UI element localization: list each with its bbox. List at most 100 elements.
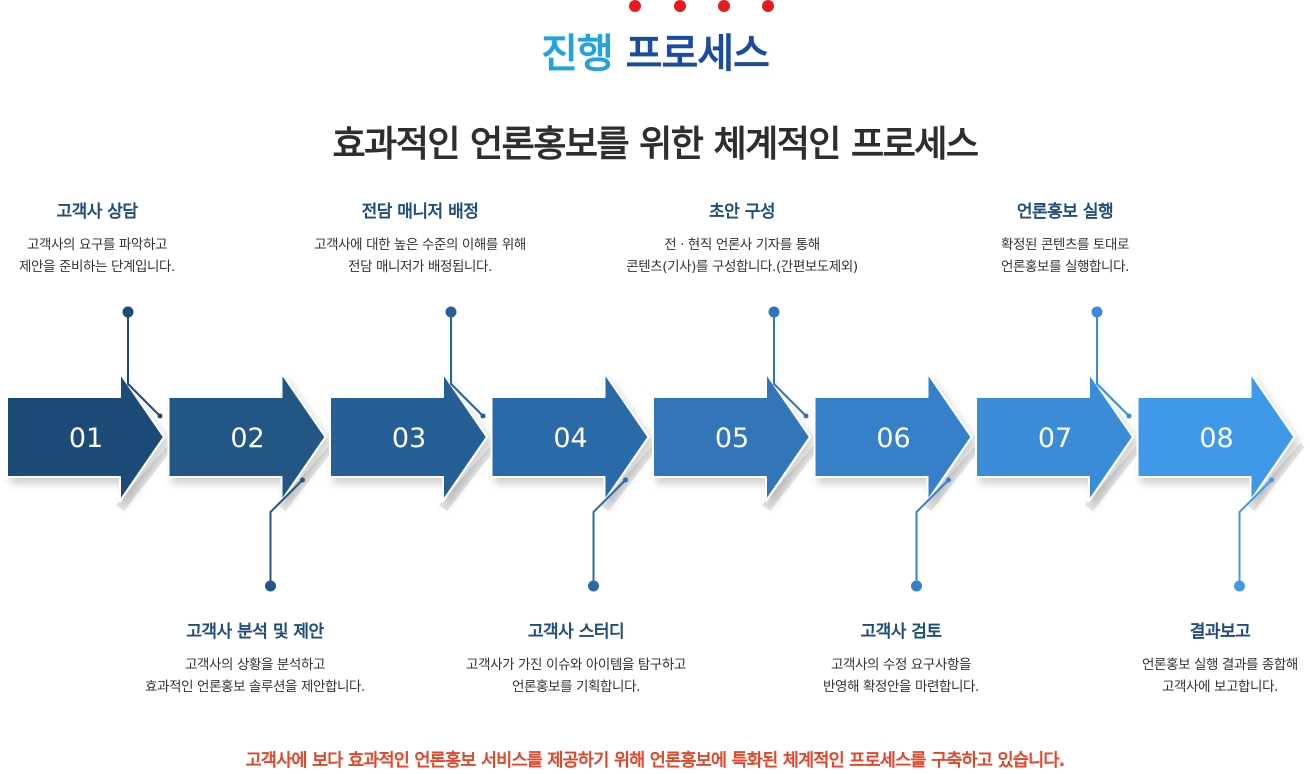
step-07-title: 언론홍보 실행 xyxy=(1016,202,1114,222)
page-subtitle: 효과적인 언론홍보를 위한 체계적인 프로세스 xyxy=(332,124,979,165)
step-01-text: 고객사 상담 고객사의 요구를 파악하고 제안을 준비하는 단계입니다. xyxy=(0,200,247,278)
step-02-desc-line-1: 고객사의 상황을 분석하고 xyxy=(184,657,325,673)
connector-02 xyxy=(265,477,305,592)
step-08-text: 결과보고 언론홍보 실행 결과를 종합해 고객사에 보고합니다. xyxy=(1070,620,1310,698)
arrow-shadow xyxy=(277,443,336,511)
step-06-title: 고객사 검토 xyxy=(860,622,942,642)
arrow-shadow xyxy=(439,443,497,511)
connector-dot xyxy=(1091,306,1103,318)
connector-dot xyxy=(911,580,922,592)
connector-line xyxy=(915,479,950,586)
connector-06 xyxy=(911,477,951,592)
arrow-shadow xyxy=(1246,443,1305,511)
connector-08 xyxy=(1234,477,1274,592)
step-arrow-08: 08 xyxy=(1136,372,1305,511)
connector-07 xyxy=(1091,306,1132,419)
connector-03 xyxy=(445,306,486,419)
step-05-title: 초안 구성 xyxy=(709,202,775,222)
connector-01 xyxy=(122,306,163,419)
step-04-desc-line-2: 언론홍보를 기획합니다. xyxy=(512,679,640,695)
arrow-shape xyxy=(652,372,811,502)
step-arrow-02: 02 xyxy=(167,372,336,511)
step-07-desc-line-1: 확정된 콘텐츠를 토대로 xyxy=(1001,237,1129,253)
step-number-07: 07 xyxy=(1038,423,1072,454)
step-02-desc-line-2: 효과적인 언론홍보 솔루션을 제안합니다. xyxy=(145,679,365,695)
connector-end-dot xyxy=(1126,413,1132,419)
connector-dot xyxy=(122,306,134,318)
arrow-shape xyxy=(813,372,973,502)
arrow-shape xyxy=(167,372,327,502)
step-03-title: 전담 매니저 배정 xyxy=(361,202,479,222)
title-part-1: 진행 xyxy=(541,31,614,77)
step-08-title: 결과보고 xyxy=(1189,622,1251,642)
red-dot-icon xyxy=(718,0,730,12)
arrow-shadow xyxy=(1085,443,1143,511)
connector-end-dot xyxy=(1269,477,1274,483)
arrow-shadow xyxy=(116,443,174,511)
connector-dot xyxy=(265,580,276,592)
step-04-text: 고객사 스터디 고객사가 가진 이슈와 아이템을 탐구하고 언론홍보를 기획합니… xyxy=(426,620,726,698)
step-08-desc: 언론홍보 실행 결과를 종합해 고객사에 보고합니다. xyxy=(1070,654,1310,698)
connector-end-dot xyxy=(300,477,305,483)
connector-line xyxy=(269,479,304,586)
connector-line xyxy=(1096,312,1130,417)
step-number-05: 05 xyxy=(715,423,749,454)
step-number-03: 03 xyxy=(392,423,426,454)
step-08-desc-line-2: 고객사에 보고합니다. xyxy=(1162,679,1278,695)
step-number-06: 06 xyxy=(876,423,910,454)
step-number-01: 01 xyxy=(69,423,103,454)
step-02-title: 고객사 분석 및 제안 xyxy=(186,622,324,642)
step-04-title: 고객사 스터디 xyxy=(527,622,625,642)
red-dot-icon xyxy=(762,0,774,12)
connector-dot xyxy=(445,306,457,318)
step-03-text: 전담 매니저 배정 고객사에 대한 높은 수준의 이해를 위해 전담 매니저가 … xyxy=(270,200,570,278)
title-part-2: 프로세스 xyxy=(625,31,770,77)
step-02-desc: 고객사의 상황을 분석하고 효과적인 언론홍보 솔루션을 제안합니다. xyxy=(105,654,405,698)
step-number-04: 04 xyxy=(553,423,587,454)
step-04-desc: 고객사가 가진 이슈와 아이템을 탐구하고 언론홍보를 기획합니다. xyxy=(426,654,726,698)
connector-line xyxy=(127,312,161,417)
step-05-desc-line-1: 전 · 현직 언론사 기자를 통해 xyxy=(664,237,820,253)
step-03-desc-line-2: 전담 매니저가 배정됩니다. xyxy=(348,259,492,275)
connector-line xyxy=(1238,479,1273,586)
step-number-02: 02 xyxy=(230,423,264,454)
step-07-desc-line-2: 언론홍보를 실행합니다. xyxy=(1001,259,1129,275)
step-01-desc-line-1: 고객사의 요구를 파악하고 xyxy=(26,237,167,253)
arrow-shape xyxy=(1136,372,1296,502)
connector-line xyxy=(592,479,627,586)
connector-04 xyxy=(588,477,628,592)
step-07-text: 언론홍보 실행 확정된 콘텐츠를 토대로 언론홍보를 실행합니다. xyxy=(915,200,1215,278)
connector-dot xyxy=(1234,580,1245,592)
step-arrow-07: 07 xyxy=(975,372,1143,511)
connector-end-dot xyxy=(480,413,486,419)
arrow-shape xyxy=(490,372,650,502)
step-04-desc-line-1: 고객사가 가진 이슈와 아이템을 탐구하고 xyxy=(466,657,686,673)
step-06-desc-line-1: 고객사의 수정 요구사항을 xyxy=(830,657,971,673)
arrow-shadow xyxy=(762,443,820,511)
arrow-shape xyxy=(6,372,165,502)
step-06-desc: 고객사의 수정 요구사항을 반영해 확정안을 마련합니다. xyxy=(751,654,1051,698)
step-07-desc: 확정된 콘텐츠를 토대로 언론홍보를 실행합니다. xyxy=(915,234,1215,278)
step-arrow-05: 05 xyxy=(652,372,820,511)
connector-line xyxy=(773,312,807,417)
step-arrow-01: 01 xyxy=(6,372,174,511)
step-arrow-04: 04 xyxy=(490,372,659,511)
step-01-desc-line-2: 제안을 준비하는 단계입니다. xyxy=(19,259,175,275)
footer-note: 고객사에 보다 효과적인 언론홍보 서비스를 제공하기 위해 언론홍보에 특화된… xyxy=(245,751,1065,771)
connector-05 xyxy=(768,306,809,419)
connector-dot xyxy=(588,580,599,592)
connector-end-dot xyxy=(946,477,951,483)
step-03-desc-line-1: 고객사에 대한 높은 수준의 이해를 위해 xyxy=(314,237,526,253)
step-arrow-06: 06 xyxy=(813,372,982,511)
step-number-08: 08 xyxy=(1199,423,1233,454)
red-dot-icon xyxy=(674,0,686,12)
connector-end-dot xyxy=(623,477,628,483)
step-06-desc-line-2: 반영해 확정안을 마련합니다. xyxy=(823,679,979,695)
step-01-desc: 고객사의 요구를 파악하고 제안을 준비하는 단계입니다. xyxy=(0,234,247,278)
step-01-title: 고객사 상담 xyxy=(56,202,138,222)
connector-end-dot xyxy=(157,413,163,419)
step-03-desc: 고객사에 대한 높은 수준의 이해를 위해 전담 매니저가 배정됩니다. xyxy=(270,234,570,278)
arrow-shape xyxy=(329,372,488,502)
step-08-desc-line-1: 언론홍보 실행 결과를 종합해 xyxy=(1142,657,1298,673)
